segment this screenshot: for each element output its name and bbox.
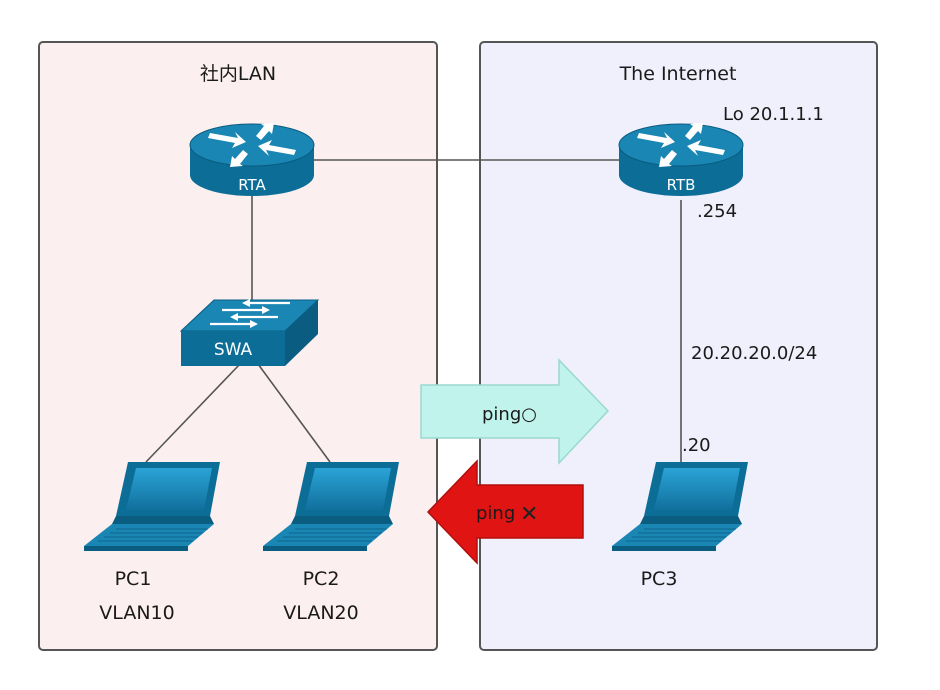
router-rta-icon: RTA — [189, 123, 315, 196]
rtb-loopback-label: Lo 20.1.1.1 — [723, 104, 824, 125]
pc3-label: PC3 — [641, 568, 678, 590]
ping-fail-arrow: ping ✕ — [426, 459, 584, 565]
rtb-ip-suffix: .254 — [697, 201, 737, 222]
links — [145, 159, 682, 466]
switch-swa-icon: SWA — [179, 299, 320, 366]
lan-zone-title: 社内LAN — [200, 63, 276, 85]
link-swa-pc2 — [257, 363, 331, 463]
pc2-label: PC2 — [303, 568, 340, 590]
ping-success-arrow: ping○ — [420, 358, 610, 465]
rta-label: RTA — [238, 176, 266, 194]
subnet-label: 20.20.20.0/24 — [691, 343, 817, 364]
ping-fail-x-icon: ✕ — [520, 502, 538, 527]
ping-fail-label: ping — [476, 503, 515, 524]
laptop-pc1-icon — [84, 462, 220, 551]
pc3-ip-suffix: .20 — [682, 435, 711, 456]
link-swa-pc1 — [145, 363, 241, 463]
laptop-pc2-icon — [263, 462, 399, 551]
internet-zone-title: The Internet — [619, 63, 737, 85]
pc2-vlan: VLAN20 — [283, 602, 358, 624]
rtb-label: RTB — [667, 176, 696, 194]
pc1-vlan: VLAN10 — [99, 602, 174, 624]
pc1-label: PC1 — [115, 568, 152, 590]
router-rtb-icon: RTB — [618, 123, 744, 196]
laptop-pc3-icon — [612, 462, 748, 551]
ping-success-label: ping○ — [482, 404, 537, 425]
swa-label: SWA — [214, 340, 253, 360]
